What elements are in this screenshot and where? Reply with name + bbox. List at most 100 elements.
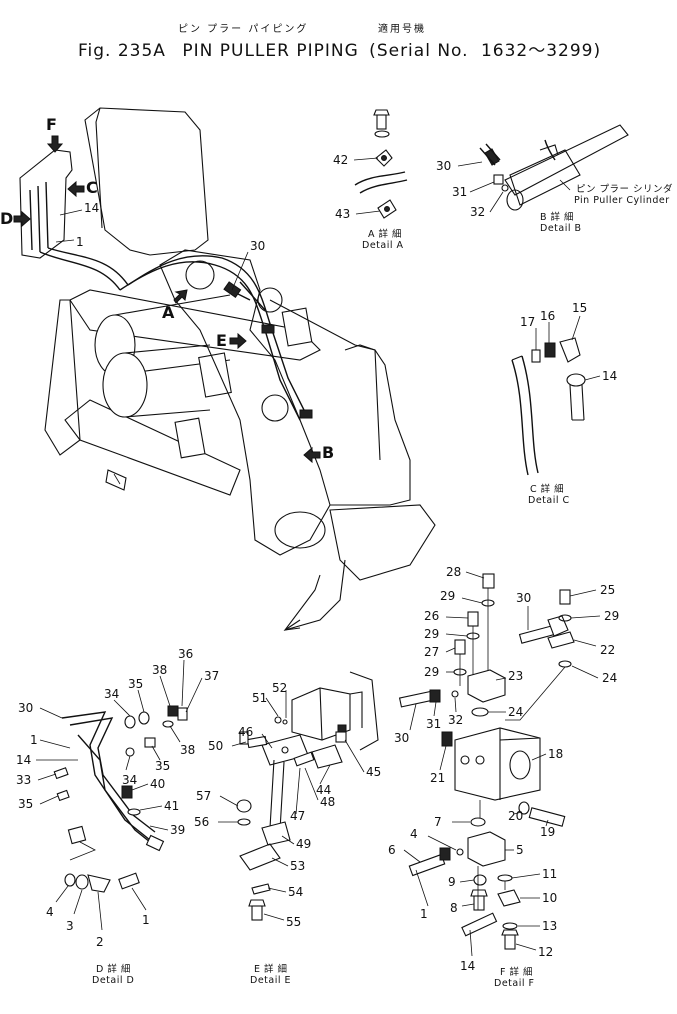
part-number: 55 (286, 915, 301, 929)
part-number: 4 (410, 827, 418, 841)
part-number: 20 (508, 809, 523, 823)
part-number: 1 (420, 907, 428, 921)
part-number: 29 (424, 627, 439, 641)
part-number: 12 (538, 945, 553, 959)
part-number: 35 (18, 797, 33, 811)
part-number: 3 (66, 919, 74, 933)
part-number: 50 (208, 739, 223, 753)
part-number: 29 (440, 589, 455, 603)
figure-title: ピン プラー パイピング 適用号機 Fig. 235A PIN PULLER P… (78, 24, 601, 61)
part-number: 22 (600, 643, 615, 657)
part-number: 29 (604, 609, 619, 623)
detail-a: 42 43 A 詳 細 Detail A (333, 109, 408, 251)
part-number: 57 (196, 789, 211, 803)
svg-text:E: E (216, 331, 227, 350)
view-arrow-e: E (216, 331, 247, 350)
detail-a-label: Detail A (362, 240, 404, 251)
part-number: 30 (516, 591, 531, 605)
svg-text:B: B (322, 443, 334, 462)
part-number: 34 (122, 773, 137, 787)
part-number: 34 (104, 687, 119, 701)
detail-e-label-jp: E 詳 細 (254, 963, 288, 975)
part-number: 44 (316, 783, 331, 797)
part-number: 35 (155, 759, 170, 773)
svg-text:C: C (86, 178, 98, 197)
part-number: 39 (170, 823, 185, 837)
detail-b-caption-jp: ピン プラー シリンダ (576, 183, 673, 195)
detail-a-label-jp: A 詳 細 (368, 228, 402, 240)
detail-c-label-jp: C 詳 細 (530, 483, 564, 495)
part-number: 14 (460, 959, 475, 973)
part-number: 38 (152, 663, 167, 677)
part-number: 33 (16, 773, 31, 787)
detail-b-label-jp: B 詳 細 (540, 211, 574, 223)
part-number: 48 (320, 795, 335, 809)
part-number: 11 (542, 867, 557, 881)
part-number: 5 (516, 843, 524, 857)
part-number: 38 (180, 743, 195, 757)
part-number: 36 (178, 647, 193, 661)
part-number: 24 (508, 705, 523, 719)
detail-c-label: Detail C (528, 495, 570, 506)
part-number: 30 (250, 239, 265, 253)
detail-e: 51 52 46 50 44 45 48 57 47 56 49 53 54 (194, 671, 381, 986)
part-number: 25 (600, 583, 615, 597)
view-arrow-f: F (46, 115, 64, 153)
part-number: 31 (426, 717, 441, 731)
detail-b-caption: Pin Puller Cylinder (574, 195, 670, 206)
part-number: 43 (335, 207, 350, 221)
detail-e-label: Detail E (250, 975, 291, 986)
part-number: 46 (238, 725, 253, 739)
part-number: 16 (540, 309, 555, 323)
part-number: 26 (424, 609, 439, 623)
part-number: 14 (602, 369, 617, 383)
part-number: 14 (16, 753, 31, 767)
part-number: 30 (394, 731, 409, 745)
figure-name: PIN PULLER PIPING (182, 41, 359, 61)
part-number: 21 (430, 771, 445, 785)
part-number: 49 (296, 837, 311, 851)
part-number: 1 (30, 733, 38, 747)
svg-text:F: F (46, 115, 57, 134)
svg-text:D: D (0, 209, 13, 228)
part-number: 32 (470, 205, 485, 219)
serial-range: 1632～3299 (480, 41, 594, 61)
serial-label: Serial No. (376, 41, 469, 61)
part-number: 31 (452, 185, 467, 199)
part-number: 29 (424, 665, 439, 679)
detail-f-label-jp: F 詳 細 (500, 966, 533, 978)
detail-d: 30 1 14 33 35 34 35 38 36 37 38 35 34 (16, 647, 219, 986)
part-number: 18 (548, 747, 563, 761)
part-number: 37 (204, 669, 219, 683)
part-number: 41 (164, 799, 179, 813)
part-number: 17 (520, 315, 535, 329)
part-number: 19 (540, 825, 555, 839)
part-number: 40 (150, 777, 165, 791)
part-number: 54 (288, 885, 303, 899)
part-number: 13 (542, 919, 557, 933)
view-arrow-d: D (0, 209, 31, 228)
part-number: 23 (508, 669, 523, 683)
part-number: 52 (272, 681, 287, 695)
part-number: 28 (446, 565, 461, 579)
part-number: 42 (333, 153, 348, 167)
detail-c: 17 16 15 14 C 詳 細 Detail C (511, 301, 617, 506)
part-number: 7 (434, 815, 442, 829)
view-arrow-a: A (162, 289, 188, 322)
part-number: 53 (290, 859, 305, 873)
detail-d-label: Detail D (92, 975, 134, 986)
part-number: 15 (572, 301, 587, 315)
figure-number: Fig. 235A (78, 41, 166, 61)
part-number: 27 (424, 645, 439, 659)
part-number: 51 (252, 691, 267, 705)
part-number: 8 (450, 901, 458, 915)
part-number: 9 (448, 875, 456, 889)
part-number: 10 (542, 891, 557, 905)
title-serial-japanese: 適用号機 (378, 24, 426, 35)
detail-f-label: Detail F (494, 978, 534, 989)
part-number: 4 (46, 905, 54, 919)
part-number: 6 (388, 843, 396, 857)
part-number: 1 (142, 913, 150, 927)
view-arrow-b: B (303, 443, 334, 464)
